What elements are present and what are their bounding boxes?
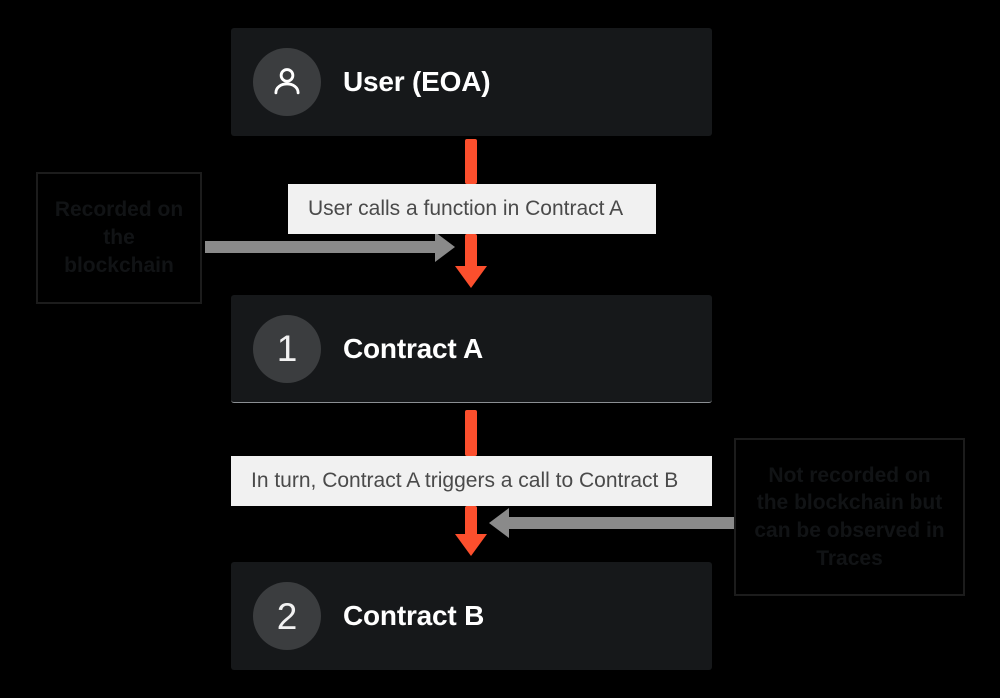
flow-connector-caption-to-contract-b [465, 506, 477, 538]
node-contract-a[interactable]: 1 Contract A [231, 295, 712, 403]
callout-not-recorded-traces: Not recorded on the blockchain but can b… [734, 438, 965, 596]
step-number-badge-2: 2 [253, 582, 321, 650]
node-user-label: User (EOA) [343, 66, 491, 97]
flow-connector-user-to-caption [465, 139, 477, 184]
edge-caption-contract-a-to-contract-b: In turn, Contract A triggers a call to C… [231, 456, 712, 506]
person-avatar-badge [253, 48, 321, 116]
callout-recorded-pointer-shaft [205, 241, 437, 253]
flow-arrowhead-contract-a [455, 266, 487, 288]
person-icon [269, 64, 305, 100]
step-number-2: 2 [276, 595, 298, 637]
edge-caption-text: In turn, Contract A triggers a call to C… [251, 469, 679, 492]
callout-recorded-on-blockchain: Recorded on the blockchain [36, 172, 202, 304]
node-contract-b[interactable]: 2 Contract B [231, 562, 712, 670]
edge-caption-user-to-contract-a: User calls a function in Contract A [288, 184, 656, 234]
callout-not-recorded-text: Not recorded on the blockchain but can b… [754, 463, 945, 570]
callout-recorded-pointer-arrowhead [435, 232, 455, 262]
callout-not-recorded-pointer-shaft [508, 517, 736, 529]
callout-recorded-text: Recorded on the blockchain [54, 198, 184, 277]
flow-arrowhead-contract-b [455, 534, 487, 556]
node-contract-b-label: Contract B [343, 600, 485, 631]
step-number-1: 1 [276, 328, 298, 369]
callout-not-recorded-pointer-arrowhead [489, 508, 509, 538]
step-number-badge-1: 1 [253, 314, 321, 383]
node-contract-a-label: Contract A [343, 332, 484, 364]
flow-connector-contract-a-to-caption [465, 410, 477, 456]
flow-connector-caption-to-contract-a [465, 234, 477, 270]
edge-caption-text: User calls a function in Contract A [308, 197, 624, 220]
node-user[interactable]: User (EOA) [231, 28, 712, 136]
